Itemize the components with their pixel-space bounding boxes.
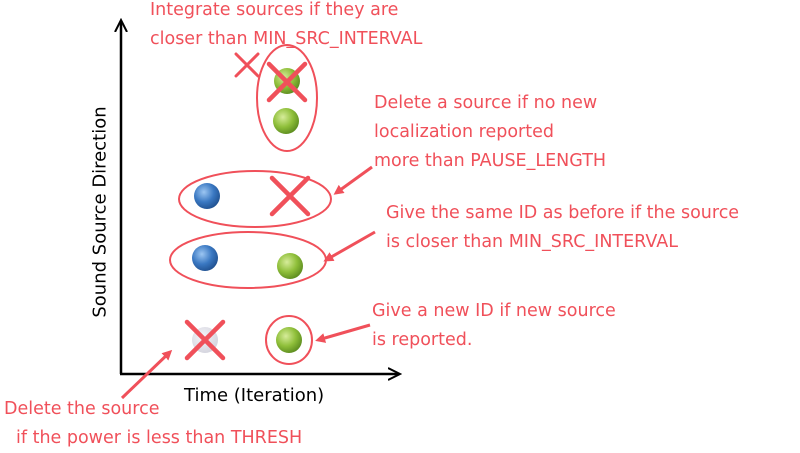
same-id-annotation-line: is closer than MIN_SRC_INTERVAL — [386, 232, 678, 252]
deleted-source-cross-icon — [269, 175, 311, 217]
blue-source-dot — [194, 183, 220, 209]
pause-arrow — [333, 165, 373, 195]
integrate-group-ellipse — [256, 44, 318, 152]
same-id-arrow — [323, 230, 376, 262]
new-id-group-circle — [265, 315, 313, 365]
x-axis-label: Time (Iteration) — [184, 385, 325, 406]
axes — [120, 22, 398, 374]
integrate-annotation: Integrate sources if they are closer tha… — [150, 0, 422, 54]
delete-pause-annotation-line: more than PAUSE_LENGTH — [374, 151, 607, 171]
new-id-arrow — [315, 323, 371, 343]
pause-group-ellipse — [178, 170, 332, 228]
same-id-annotation-line: Give the same ID as before if the source — [386, 203, 740, 223]
sources — [192, 68, 303, 353]
merged-source-cross-icon — [266, 61, 308, 103]
y-axis-label: Sound Source Direction — [89, 106, 111, 318]
new-id-annotation-line: is reported. — [372, 330, 473, 350]
integrate-annotation-line: closer than MIN_SRC_INTERVAL — [150, 29, 423, 49]
delete-pause-annotation-line: localization reported — [374, 122, 554, 142]
integrate-annotation-line: Integrate sources if they are — [150, 0, 399, 20]
annotation-arrows — [120, 165, 376, 400]
blue-source-dot — [192, 245, 218, 271]
pointer-cross-icon — [234, 52, 260, 78]
crosses — [184, 52, 311, 361]
low-power-arrow — [120, 349, 173, 400]
green-source-dot — [277, 253, 303, 279]
delete-pause-annotation: Delete a source if no new localization r… — [374, 89, 606, 176]
deleted-low-power-cross-icon — [184, 319, 226, 361]
green-source-dot — [276, 327, 302, 353]
new-id-annotation: Give a new ID if new source is reported. — [372, 297, 616, 355]
delete-pause-annotation-line: Delete a source if no new — [374, 93, 598, 113]
delete-power-annotation-line: if the power is less than THRESH — [16, 428, 303, 448]
delete-power-annotation: Delete the source if the power is less t… — [4, 395, 302, 453]
group-ellipses — [169, 44, 332, 365]
new-id-annotation-line: Give a new ID if new source — [372, 301, 616, 321]
same-id-annotation: Give the same ID as before if the source… — [386, 199, 739, 257]
green-source-dot — [273, 108, 299, 134]
delete-power-annotation-line: Delete the source — [4, 399, 160, 419]
